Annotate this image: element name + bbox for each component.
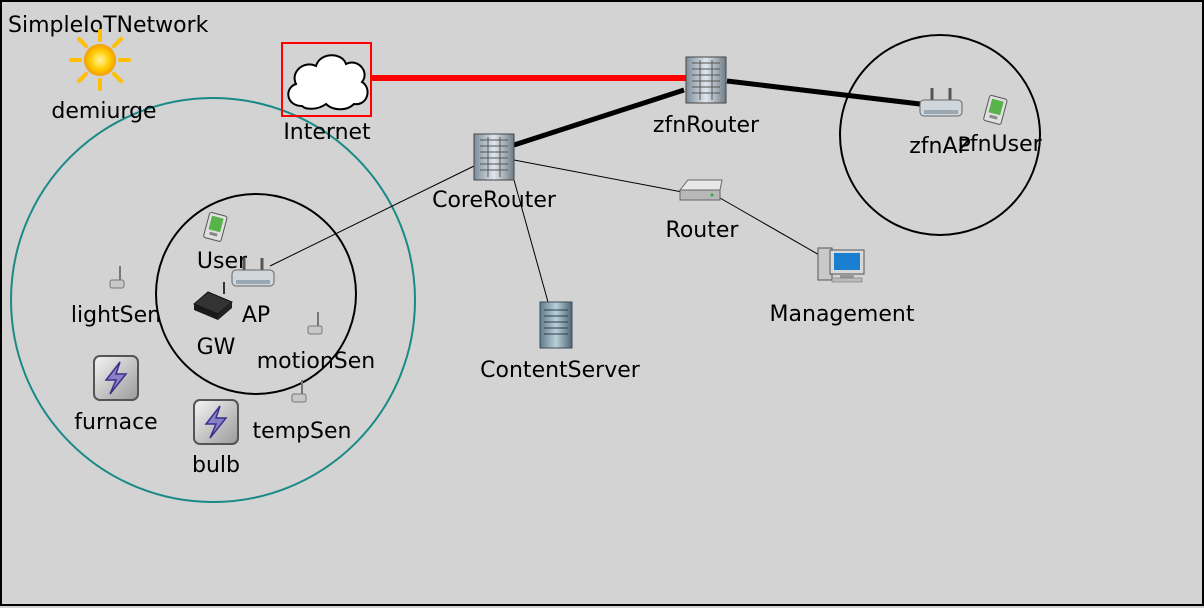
link-zfnrouter-zfnap[interactable] (726, 78, 921, 107)
node-label-lightsen: lightSen (71, 303, 161, 328)
node-label-internet: Internet (283, 120, 371, 145)
range-circle-zfn (839, 34, 1041, 236)
server-rack-icon[interactable] (473, 133, 515, 181)
sun-icon[interactable] (69, 29, 131, 91)
link-corerouter-router[interactable] (513, 159, 683, 193)
node-label-router: Router (666, 218, 740, 243)
server-rack-icon[interactable] (685, 56, 727, 104)
server-icon[interactable] (539, 301, 573, 349)
link-router-management[interactable] (719, 197, 829, 261)
small-router-icon[interactable] (678, 179, 723, 201)
link-corerouter-contentserver[interactable] (513, 179, 549, 303)
network-title: SimpleIoTNetwork (8, 13, 209, 38)
node-label-motionsen: motionSen (257, 349, 375, 374)
antenna-sensor-icon[interactable] (109, 266, 125, 289)
node-label-contentserver: ContentServer (480, 358, 641, 383)
node-label-zfnap: zfnAP (909, 134, 971, 159)
range-circle-home (10, 97, 416, 503)
node-label-demiurge: demiurge (51, 99, 156, 124)
link-corerouter-zfnrouter[interactable] (513, 87, 685, 148)
node-label-corerouter: CoreRouter (432, 188, 557, 213)
lightning-actuator-icon[interactable] (93, 355, 139, 401)
antenna-sensor-icon[interactable] (307, 312, 323, 335)
pda-icon[interactable] (983, 94, 1008, 125)
pda-icon[interactable] (203, 211, 228, 242)
wireless-ap-icon[interactable] (919, 88, 963, 117)
wireless-ap-icon[interactable] (231, 258, 275, 287)
node-label-bulb: bulb (192, 453, 240, 478)
cloud-icon[interactable] (287, 54, 369, 111)
node-label-management: Management (770, 302, 915, 327)
selection-box-internet (281, 42, 372, 117)
node-label-zfnuser: zfnUser (958, 132, 1042, 157)
gateway-box-icon[interactable] (193, 282, 233, 320)
node-label-ap: AP (242, 303, 270, 328)
workstation-icon[interactable] (817, 247, 865, 283)
node-label-tempsen: tempSen (253, 419, 352, 444)
antenna-sensor-icon[interactable] (291, 380, 307, 403)
range-circle-ap (155, 193, 357, 395)
lightning-actuator-icon[interactable] (193, 399, 239, 445)
node-label-gw: GW (197, 335, 236, 360)
node-label-furnace: furnace (74, 410, 157, 435)
node-label-zfnrouter: zfnRouter (653, 113, 760, 138)
link-corerouter-ap[interactable] (269, 165, 475, 267)
